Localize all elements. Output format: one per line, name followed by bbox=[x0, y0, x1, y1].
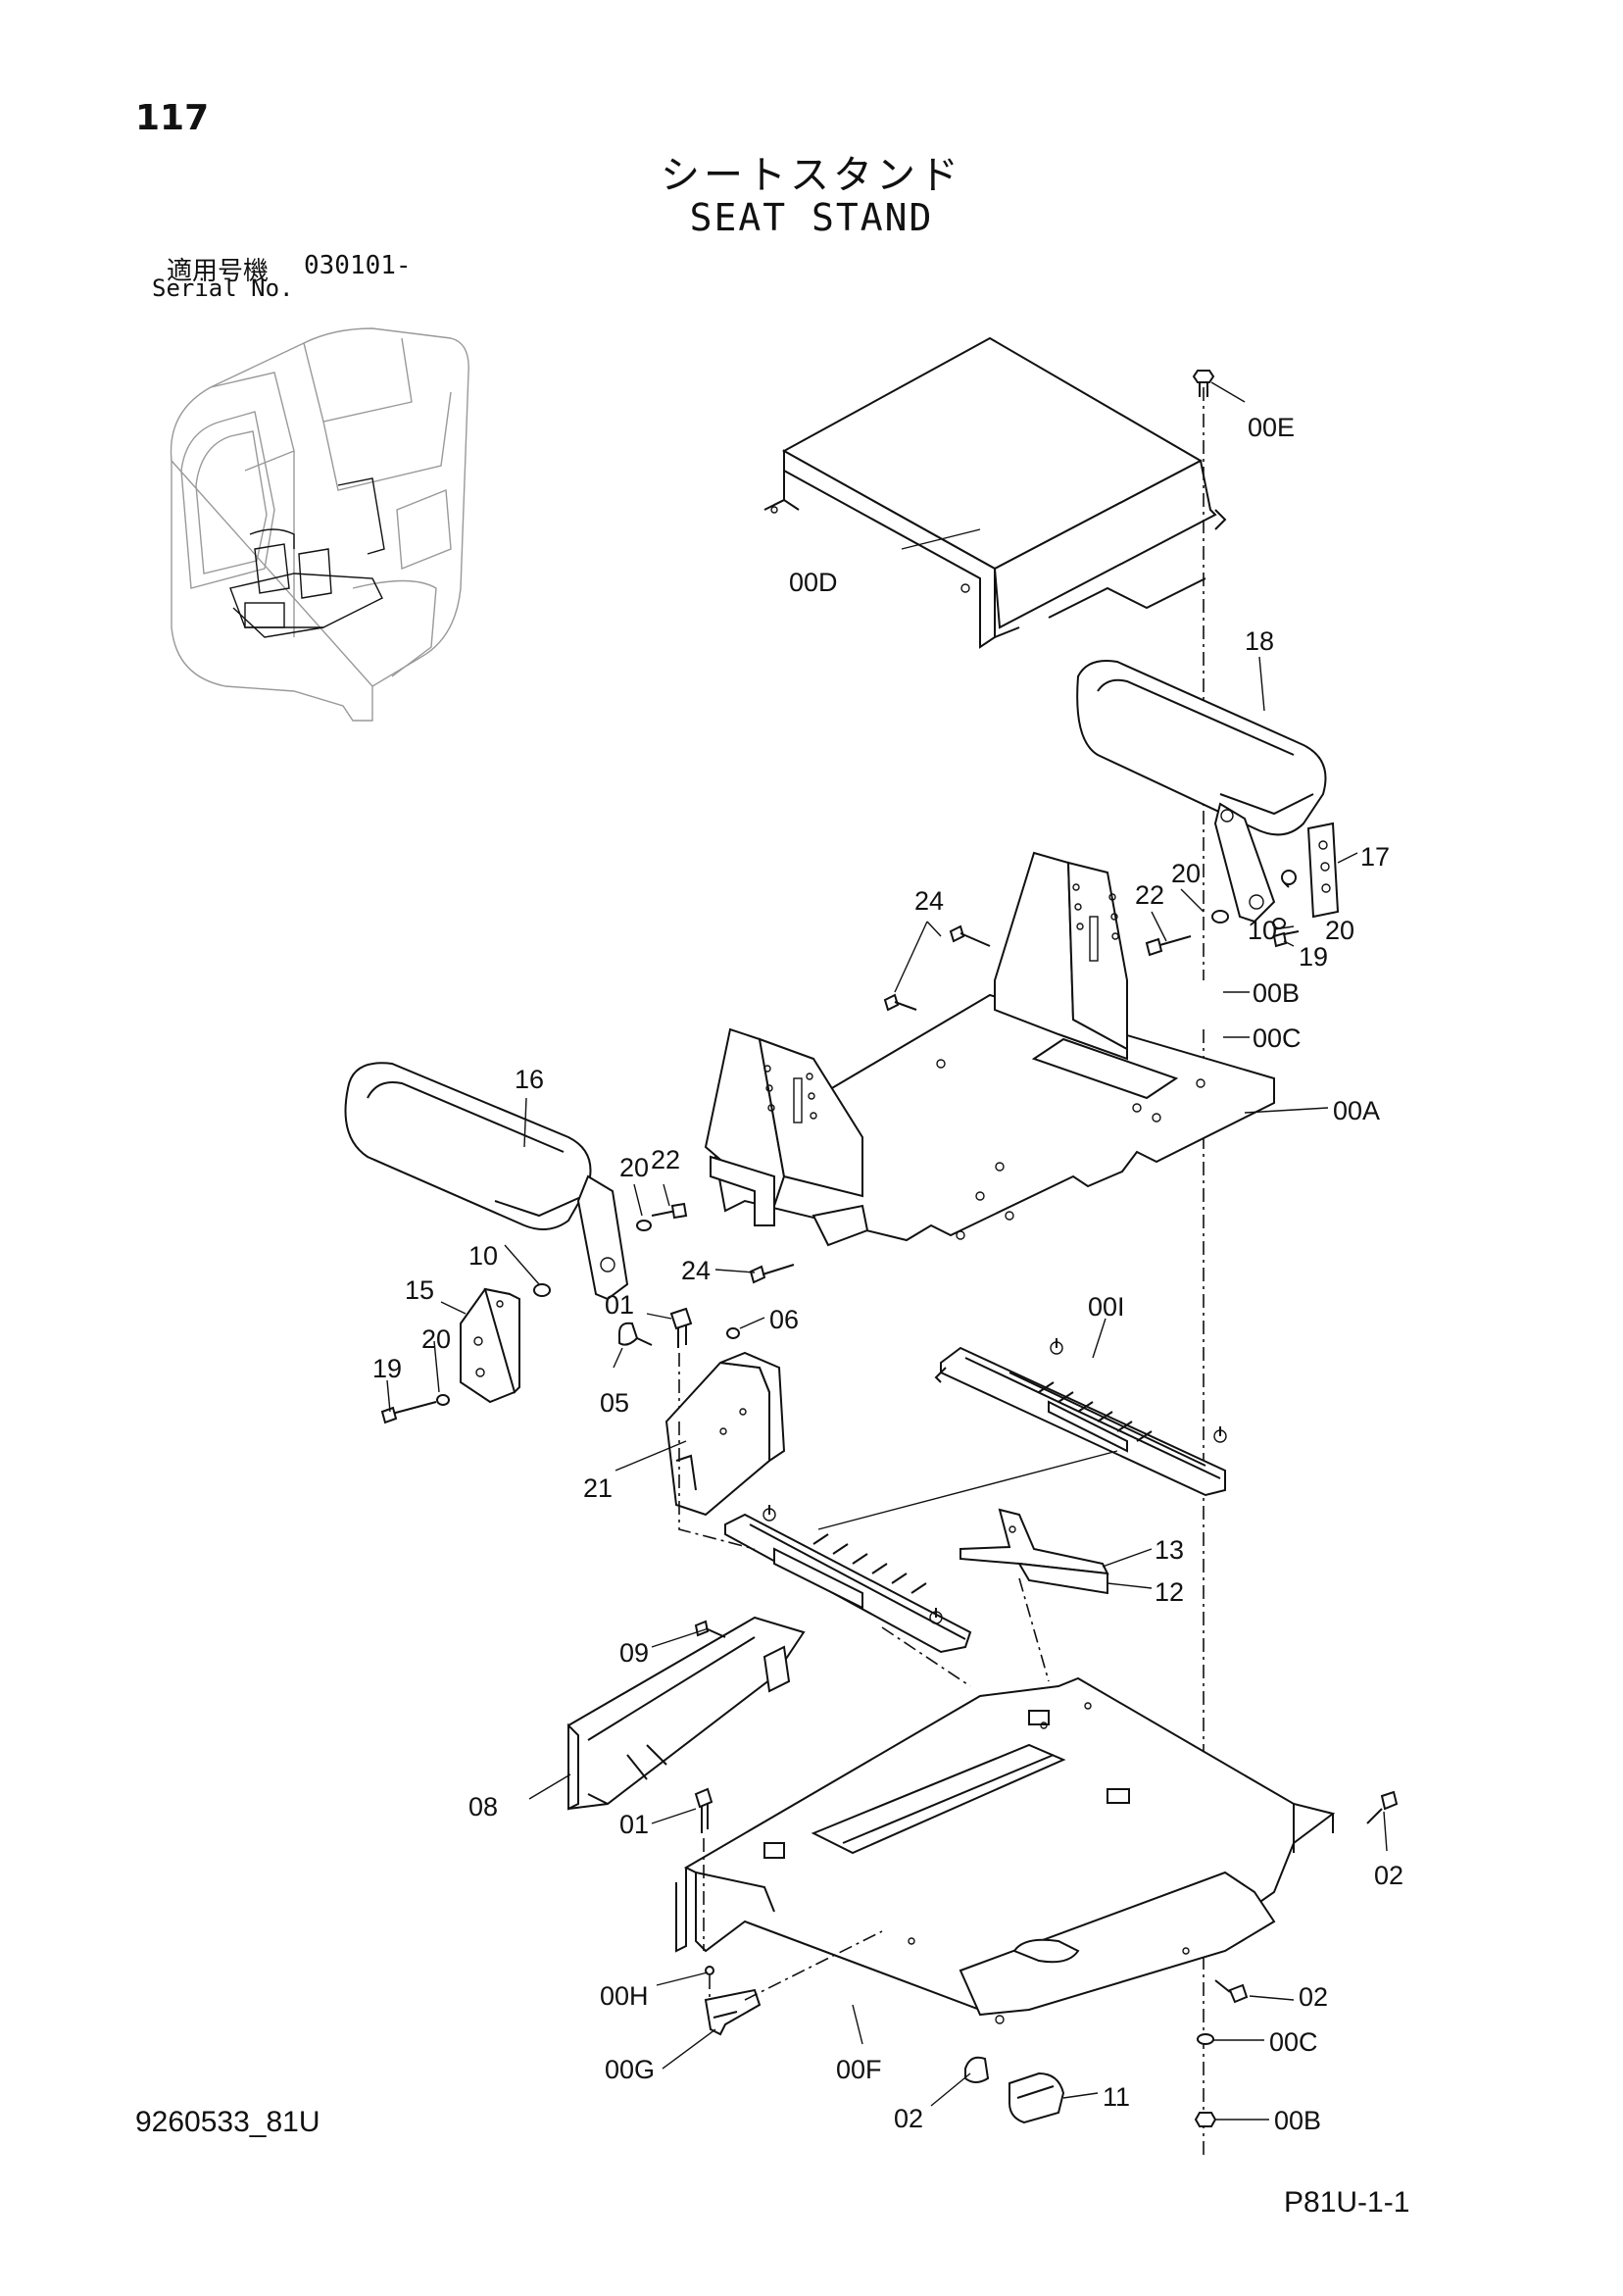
part-00D-cover bbox=[763, 336, 1227, 649]
callout-00D: 00D bbox=[789, 568, 838, 597]
serial-range: 030101- bbox=[304, 251, 412, 280]
part-24-bolts bbox=[749, 924, 991, 1284]
callout-00F: 00F bbox=[836, 2055, 882, 2084]
callout-06: 06 bbox=[769, 1305, 799, 1334]
part-00E-bolt bbox=[1192, 370, 1215, 397]
callout-00E: 00E bbox=[1248, 413, 1295, 442]
part-09-screw bbox=[694, 1620, 726, 1638]
callout-12: 12 bbox=[1155, 1577, 1184, 1607]
callout-20-right-upper: 20 bbox=[1171, 859, 1201, 888]
callout-19-left: 19 bbox=[372, 1354, 402, 1383]
callout-02-lower-right: 02 bbox=[1299, 1982, 1328, 2012]
left-armrest-hardware bbox=[380, 1202, 688, 1424]
callout-18: 18 bbox=[1245, 626, 1274, 656]
page-code: P81U-1-1 bbox=[1284, 2186, 1410, 2219]
serial-label-japanese: 適用号機 bbox=[167, 257, 270, 286]
callout-24-bottom: 24 bbox=[681, 1256, 711, 1285]
hardware-01-05-06 bbox=[618, 1307, 740, 1422]
callout-02-bottom: 02 bbox=[894, 2104, 923, 2133]
callout-09: 09 bbox=[619, 1638, 649, 1668]
callout-00B-upper: 00B bbox=[1253, 978, 1300, 1008]
part-15-bracket bbox=[460, 1287, 520, 1404]
callout-10-right: 10 bbox=[1248, 916, 1277, 945]
part-00F-base-frame bbox=[675, 1676, 1336, 2024]
page-number: 117 bbox=[135, 98, 210, 138]
callout-08: 08 bbox=[468, 1792, 498, 1822]
part-17-bracket bbox=[1306, 822, 1340, 919]
callout-13: 13 bbox=[1155, 1535, 1184, 1565]
callout-02-right: 02 bbox=[1374, 1861, 1403, 1890]
callout-05: 05 bbox=[600, 1388, 629, 1418]
cab-location-inset bbox=[170, 327, 469, 722]
leader-lines bbox=[386, 381, 1388, 2121]
callout-22-left: 22 bbox=[651, 1145, 680, 1174]
callout-00I: 00I bbox=[1088, 1292, 1125, 1322]
callout-11: 11 bbox=[1103, 2082, 1130, 2112]
callout-20-left-upper: 20 bbox=[619, 1153, 649, 1182]
bottom-hardware bbox=[694, 1787, 1399, 2127]
part-00I-slide-rail-right bbox=[934, 1338, 1227, 1497]
callout-15: 15 bbox=[405, 1275, 434, 1305]
part-16-left-armrest bbox=[344, 1062, 629, 1301]
callout-10-left: 10 bbox=[468, 1241, 498, 1271]
callout-20-left-lower: 20 bbox=[421, 1324, 451, 1354]
callout-19-right: 19 bbox=[1299, 942, 1328, 972]
part-18-right-armrest bbox=[1076, 660, 1327, 923]
right-armrest-hardware bbox=[1145, 870, 1300, 957]
seat-plate-front-bracket bbox=[704, 1027, 869, 1247]
callout-01-lower: 01 bbox=[619, 1810, 649, 1839]
title-english: SEAT STAND bbox=[689, 196, 934, 239]
callout-00C-lower: 00C bbox=[1269, 2027, 1318, 2057]
seat-plate-rear-bracket bbox=[994, 851, 1128, 1061]
part-00G-latch bbox=[704, 1930, 883, 2036]
callout-labels: 00E 00D 18 17 20 22 10 20 19 24 00B 00C … bbox=[372, 413, 1403, 2135]
callout-01-upper: 01 bbox=[605, 1290, 634, 1320]
serial-label-english: Serial No. bbox=[152, 275, 294, 302]
callout-21: 21 bbox=[583, 1473, 613, 1503]
document-code: 9260533_81U bbox=[135, 2106, 320, 2138]
callout-16: 16 bbox=[515, 1065, 544, 1094]
callout-00H: 00H bbox=[600, 1981, 649, 2011]
callout-00G: 00G bbox=[605, 2055, 655, 2084]
callout-24-top: 24 bbox=[914, 886, 944, 916]
callout-22-right: 22 bbox=[1135, 880, 1164, 910]
part-08-cover bbox=[567, 1616, 806, 1811]
title-japanese: シートスタンド bbox=[661, 153, 962, 198]
slide-rail-left bbox=[724, 1505, 972, 1654]
callout-00B-lower: 00B bbox=[1274, 2106, 1321, 2135]
callout-20-right-lower: 20 bbox=[1325, 916, 1354, 945]
callout-00C-upper: 00C bbox=[1253, 1023, 1302, 1053]
part-21-bracket bbox=[664, 1351, 786, 1517]
callout-17: 17 bbox=[1360, 842, 1390, 872]
callout-00A: 00A bbox=[1333, 1096, 1380, 1125]
part-13-12-plates bbox=[959, 1508, 1109, 1595]
